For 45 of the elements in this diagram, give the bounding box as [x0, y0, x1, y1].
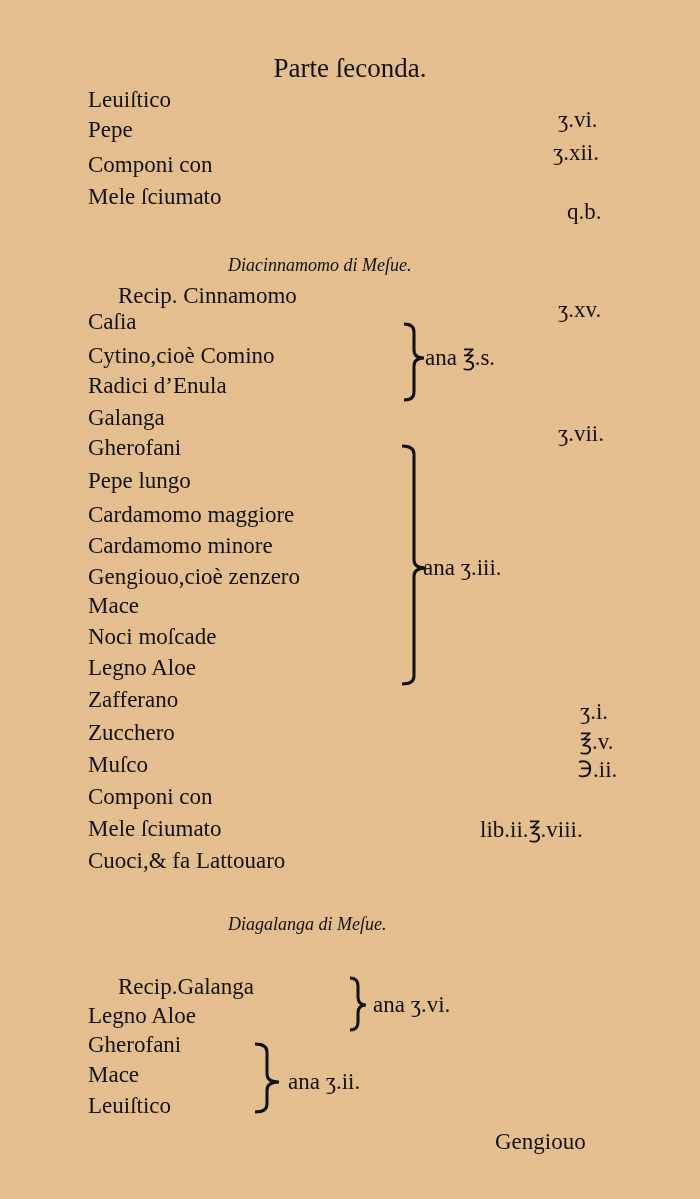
text-line: ʒ.i.	[580, 699, 609, 725]
text-line: Cuoci,& fa Lattouaro	[88, 848, 286, 874]
text-line: ana ʒ.iii.	[423, 555, 502, 581]
text-line: ana ʒ.ii.	[288, 1069, 361, 1095]
text-line: Recip.Galanga	[118, 974, 255, 1000]
text-line: Mele ſciumato	[88, 184, 222, 210]
text-line: Gengiouo,cioè zenzero	[88, 564, 300, 590]
text-line: ℥.v.	[580, 729, 614, 755]
text-line: Radici d’Enula	[88, 373, 227, 399]
page-heading: Parte ſeconda.	[272, 52, 428, 84]
text-line: ʒ.vi.	[558, 107, 598, 133]
text-line: Cardamomo maggiore	[88, 502, 295, 528]
text-line: Zucchero	[88, 720, 175, 746]
text-line: Muſco	[88, 752, 149, 778]
text-line: Caſia	[88, 309, 137, 335]
text-line: Leuiſtico	[88, 1093, 172, 1119]
text-line: Cardamomo minore	[88, 533, 273, 559]
text-line: Zafferano	[88, 687, 179, 713]
text-line: ana ℥.s.	[425, 345, 496, 371]
text-line: Pepe	[88, 117, 133, 143]
text-line: Mace	[88, 593, 140, 619]
text-line: Mele ſciumato	[88, 816, 222, 842]
text-line: Legno Aloe	[88, 655, 196, 681]
text-line: Gengiouo	[495, 1129, 586, 1155]
text-line: Pepe lungo	[88, 468, 191, 494]
text-line: Leuiſtico	[88, 87, 172, 113]
text-line: q.b.	[567, 199, 602, 225]
text-line: Componi con	[88, 152, 213, 178]
text-line: ʒ.xii.	[553, 140, 599, 166]
text-line: Legno Aloe	[88, 1003, 196, 1029]
text-line: Cytino,cioè Comino	[88, 343, 275, 369]
text-line: Noci moſcade	[88, 624, 217, 650]
text-line: ana ʒ.vi.	[373, 992, 451, 1018]
text-line: Mace	[88, 1062, 140, 1088]
text-line: Gherofani	[88, 1032, 182, 1058]
text-line: ʒ.xv.	[558, 297, 602, 323]
text-line: Recip. Cinnamomo	[118, 283, 297, 309]
recipe-heading: Diagalanga di Meſue.	[228, 913, 387, 936]
text-line: Componi con	[88, 784, 213, 810]
text-line: ℈.ii.	[578, 757, 618, 783]
text-line: ʒ.vii.	[558, 421, 604, 447]
recipe-heading: Diacinnamomo di Meſue.	[228, 254, 412, 277]
text-line: Galanga	[88, 405, 165, 431]
text-line: lib.ii.℥.viii.	[480, 817, 583, 843]
text-line: Gherofani	[88, 435, 182, 461]
